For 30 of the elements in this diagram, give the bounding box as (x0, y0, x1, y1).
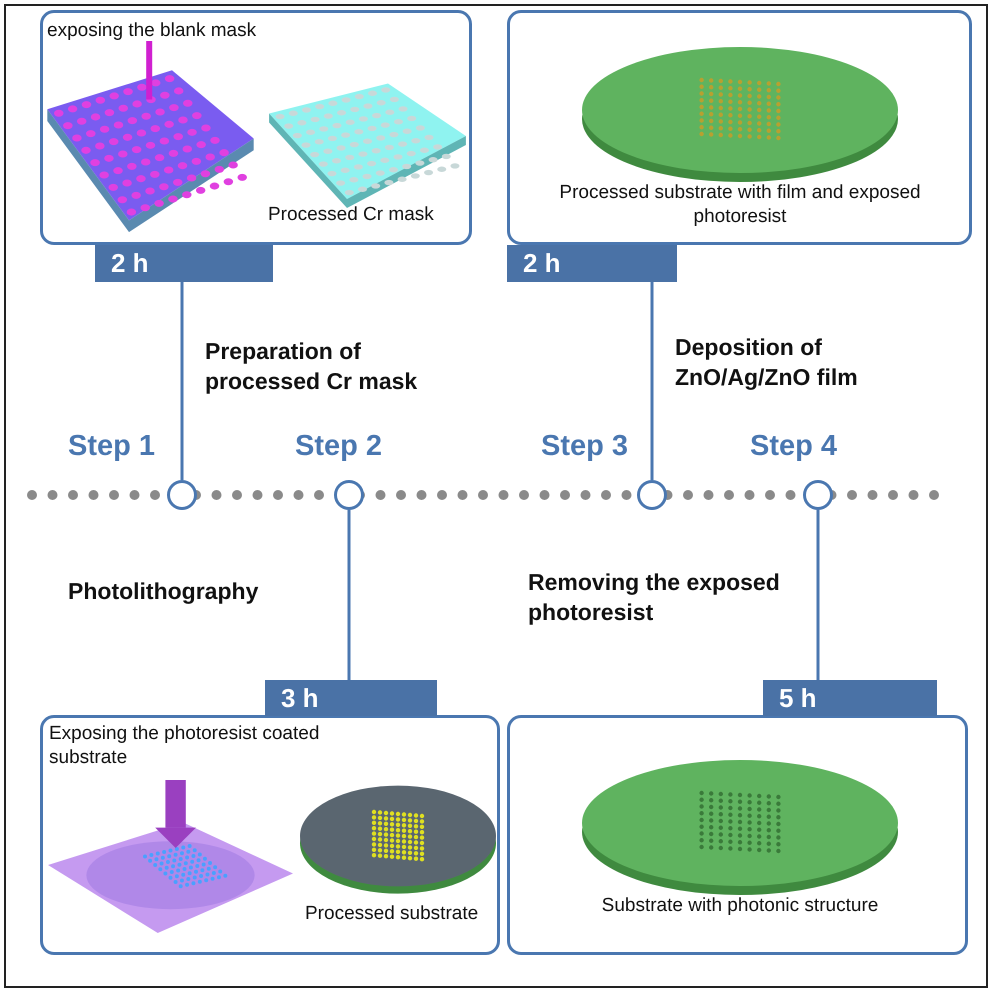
step-panel (40, 10, 472, 245)
caption-text: Processed Cr mask (268, 203, 435, 227)
step-label: Step 3 (541, 429, 630, 464)
circle-marker (637, 480, 667, 510)
process-label: Removing the exposed photoresist (528, 568, 781, 627)
step-panel (507, 10, 972, 245)
duration-tab: 2 h (95, 245, 273, 282)
step-label: Step 1 (68, 429, 156, 464)
caption-text: Substrate with photonic structure (600, 894, 880, 918)
process-label: Deposition of ZnO/Ag/ZnO film (675, 333, 859, 392)
caption-text: Exposing the photoresist coated substrate (49, 722, 320, 770)
step-label: Step 4 (750, 429, 838, 464)
circle-marker (803, 480, 833, 510)
step-label: Step 2 (295, 429, 384, 464)
connector-line (816, 510, 820, 680)
duration-tab: 2 h (507, 245, 677, 282)
process-label: Photolithography (68, 577, 260, 606)
step-panel (507, 715, 968, 955)
duration-tab: 3 h (265, 680, 437, 716)
duration-tab: 5 h (763, 680, 937, 716)
circle-marker (334, 480, 364, 510)
caption-text: exposing the blank mask (47, 19, 258, 43)
connector-line (180, 282, 184, 480)
process-label: Preparation of processed Cr mask (205, 337, 418, 396)
caption-text: Processed substrate (305, 902, 480, 926)
step-panel (40, 715, 500, 955)
circle-marker (167, 480, 197, 510)
connector-line (348, 510, 350, 680)
connector-line (650, 282, 654, 480)
caption-text: Processed substrate with film and exposed photoresist (558, 181, 922, 228)
